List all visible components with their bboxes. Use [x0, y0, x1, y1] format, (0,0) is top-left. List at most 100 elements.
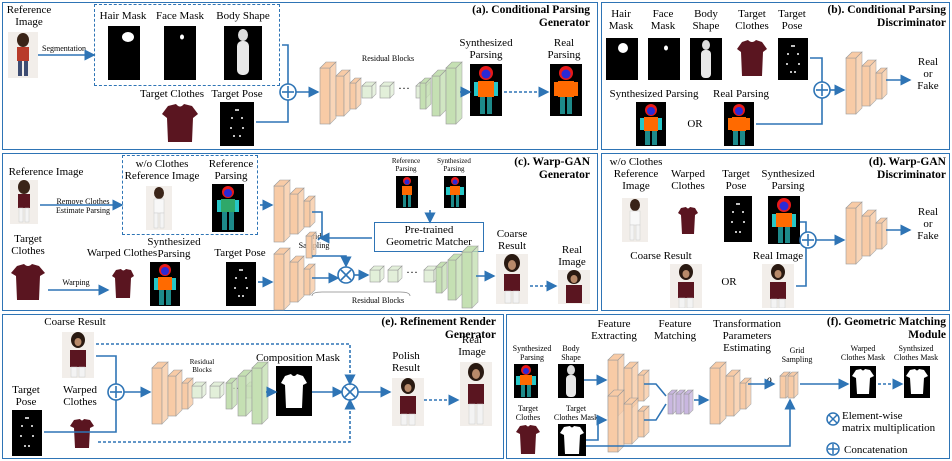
hair-mask-image-b	[606, 38, 638, 80]
real-image-d	[762, 264, 794, 308]
face-mask-label: Face Mask	[156, 10, 204, 22]
real-parsing-label-b: Real Parsing	[713, 88, 769, 100]
target-pose-image-d	[724, 196, 752, 242]
residual-blocks-label-a: Residual Blocks	[361, 54, 415, 63]
reference-image-label-c: Reference Image	[8, 166, 84, 178]
body-shape-image-b	[690, 38, 722, 80]
synthesized-parsing-image-c	[150, 262, 180, 306]
target-clothes-image-c	[8, 262, 48, 302]
target-clothes-image-f	[514, 424, 542, 456]
reference-image	[8, 32, 38, 78]
target-pose-label: Target Pose	[211, 88, 263, 100]
or-label-d: OR	[721, 276, 737, 288]
legend-concatenation-label: Concatenation	[844, 444, 908, 456]
synthesized-clothes-mask-image-f	[904, 366, 930, 398]
hair-mask-label: Hair Mask	[99, 10, 147, 22]
synthesized-parsing-image-f	[514, 364, 538, 398]
synthesized-parsing-image-a	[470, 64, 502, 116]
wo-clothes-image-d	[622, 198, 648, 242]
synthesized-parsing-image-d	[768, 196, 800, 244]
warping-label: Warping	[62, 278, 90, 287]
small-synthesized-parsing-image	[444, 176, 466, 208]
synthesized-parsing-label-b: Synthesized Parsing	[609, 88, 699, 100]
coarse-result-image-d	[670, 264, 702, 308]
body-shape-label: Body Shape	[216, 10, 270, 22]
theta-label: θ	[766, 376, 772, 388]
composition-mask-image	[276, 366, 312, 416]
target-pose-image	[220, 102, 254, 146]
body-shape-image-f	[558, 364, 584, 398]
legend-concatenation-icon	[826, 442, 840, 456]
target-clothes-mask-image-f	[558, 424, 586, 456]
real-parsing-image-b	[724, 102, 754, 146]
condition-inputs-group-c	[122, 155, 258, 235]
coarse-result-image-e	[62, 332, 94, 378]
warped-clothes-image-c	[110, 268, 136, 300]
wo-clothes-image-c	[146, 186, 172, 230]
target-pose-image-c	[226, 262, 256, 306]
coarse-result-image-c	[496, 254, 528, 304]
condition-inputs-group	[94, 4, 280, 86]
target-clothes-image-b	[734, 38, 770, 80]
residual-blocks-label-c: Residual Blocks	[351, 296, 405, 305]
hair-mask-image	[108, 26, 140, 80]
warped-clothes-label-c: Warped Clothes	[86, 247, 158, 259]
reference-image-c	[10, 180, 38, 224]
real-image-c	[558, 270, 590, 304]
synthesized-parsing-image-b	[636, 102, 666, 146]
face-mask-image	[164, 26, 196, 80]
target-clothes-image	[158, 102, 202, 146]
target-pose-label-c: Target Pose	[214, 247, 266, 259]
legend-element-wise-multiplication-icon	[826, 412, 840, 426]
target-pose-image-e	[12, 410, 42, 456]
real-image-e	[460, 362, 492, 426]
reference-parsing-image-c	[212, 184, 244, 232]
coarse-result-label-d: Coarse Result	[630, 250, 692, 262]
polish-result-image	[392, 378, 424, 426]
or-label-b: OR	[687, 118, 703, 130]
composition-mask-label: Composition Mask	[255, 352, 341, 364]
target-pose-image-b	[778, 38, 808, 80]
real-image-label-d: Real Image	[752, 250, 804, 262]
